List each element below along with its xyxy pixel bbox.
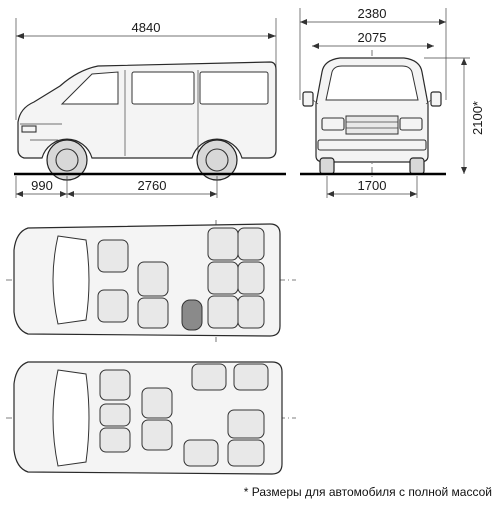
top-view-layout-1 xyxy=(6,220,296,342)
seat xyxy=(141,419,173,451)
left-mirror xyxy=(302,91,314,107)
seat xyxy=(237,295,265,329)
seat-driver xyxy=(99,369,131,401)
folding-seat xyxy=(181,299,203,331)
front-windshield xyxy=(325,65,419,101)
side-window-2 xyxy=(199,71,269,105)
seat xyxy=(237,261,265,295)
front-left-tire xyxy=(319,157,335,175)
footnote: * Размеры для автомобиля с полной массой xyxy=(244,485,492,499)
front-bumper xyxy=(317,139,427,151)
top-view-1-windshield xyxy=(52,235,90,325)
side-window-1 xyxy=(131,71,195,105)
side-view: 4840 990 2760 xyxy=(14,18,286,198)
seat xyxy=(207,227,239,261)
front-right-tire xyxy=(409,157,425,175)
seat xyxy=(207,295,239,329)
top-view-2-windshield xyxy=(52,369,90,467)
seat xyxy=(137,297,169,329)
front-view: 2380 2075 1700 xyxy=(299,6,485,198)
seat xyxy=(99,427,131,453)
track-label: 1700 xyxy=(358,178,387,193)
top-view-layout-2 xyxy=(6,361,296,475)
right-headlight xyxy=(399,117,423,131)
seat xyxy=(191,363,227,391)
front-overhang-label: 990 xyxy=(31,178,53,193)
side-windshield xyxy=(60,71,119,105)
seat-front-passenger xyxy=(97,289,129,323)
right-mirror xyxy=(430,91,442,107)
seat-driver xyxy=(97,239,129,273)
seat xyxy=(207,261,239,295)
height-label: 2100* xyxy=(470,101,485,135)
wheelbase-label: 2760 xyxy=(138,178,167,193)
left-headlight xyxy=(321,117,345,131)
seat xyxy=(183,439,219,467)
seat xyxy=(137,261,169,297)
seat xyxy=(227,439,265,467)
overall-length-label: 4840 xyxy=(132,20,161,35)
seat xyxy=(237,227,265,261)
grille xyxy=(345,115,399,135)
overall-width-label: 2380 xyxy=(358,6,387,21)
seat xyxy=(233,363,269,391)
body-width-label: 2075 xyxy=(358,30,387,45)
seat xyxy=(99,403,131,427)
seat xyxy=(227,409,265,439)
seat xyxy=(141,387,173,419)
